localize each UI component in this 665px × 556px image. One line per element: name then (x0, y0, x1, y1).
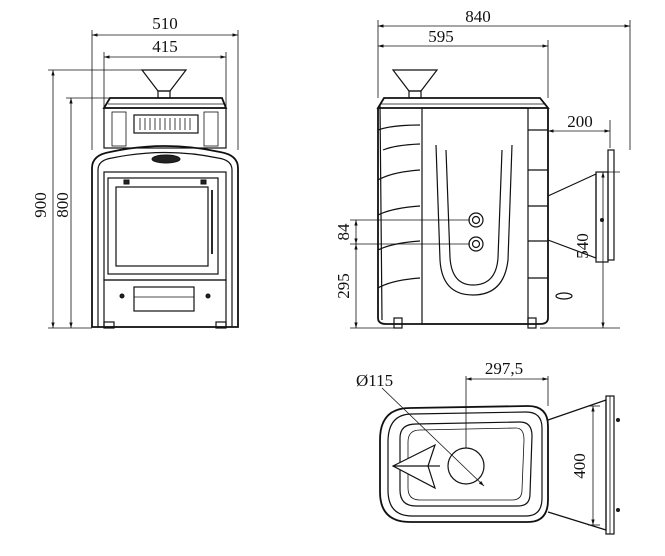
top-inner-chamber (399, 421, 533, 507)
side-u-chamber (435, 144, 513, 296)
top-view (379, 395, 620, 535)
dim-top-chimney-offset: 297,5 (485, 359, 523, 378)
side-fins-left (377, 104, 421, 321)
side-tunnel-flange (595, 171, 609, 263)
dim-top-tank-depth: 400 (570, 453, 589, 479)
side-top-lid (376, 97, 550, 109)
dim-side-depth-overall: 840 (465, 7, 491, 26)
dim-front-width-top: 415 (152, 37, 178, 56)
front-dimensions: 510 415 900 800 (31, 14, 239, 329)
dim-front-height-body: 800 (53, 192, 72, 218)
top-dimensions: Ø115 297,5 400 (356, 359, 600, 526)
dim-side-tank-width: 200 (567, 112, 593, 131)
dim-front-height-overall: 900 (31, 192, 50, 218)
front-top-rim (102, 97, 228, 109)
top-outer-body (379, 405, 549, 523)
front-logo-plate (151, 154, 181, 164)
front-heater-cone (140, 69, 188, 92)
front-door (107, 177, 219, 275)
side-fins-right (528, 129, 548, 279)
dim-front-width-overall: 510 (152, 14, 178, 33)
side-view (376, 69, 615, 329)
side-body (377, 108, 549, 325)
top-chimney (447, 447, 485, 485)
front-shell (91, 145, 239, 328)
dim-top-chimney-diameter: Ø115 (356, 371, 393, 390)
side-dimensions: 840 595 200 84 295 540 (334, 7, 631, 329)
front-door-glass (115, 186, 209, 267)
front-view (91, 69, 239, 329)
dim-side-depth-body: 595 (428, 27, 454, 46)
front-ash-pan (133, 286, 195, 312)
front-upper-body (103, 107, 227, 149)
front-vent-slots (133, 114, 199, 134)
side-water-pipes (468, 212, 484, 252)
side-heater-cone (391, 69, 439, 92)
dim-side-pipe-height: 295 (334, 273, 353, 299)
dim-side-tank-height: 540 (573, 233, 592, 259)
dim-side-pipe-spacing: 84 (334, 223, 353, 241)
